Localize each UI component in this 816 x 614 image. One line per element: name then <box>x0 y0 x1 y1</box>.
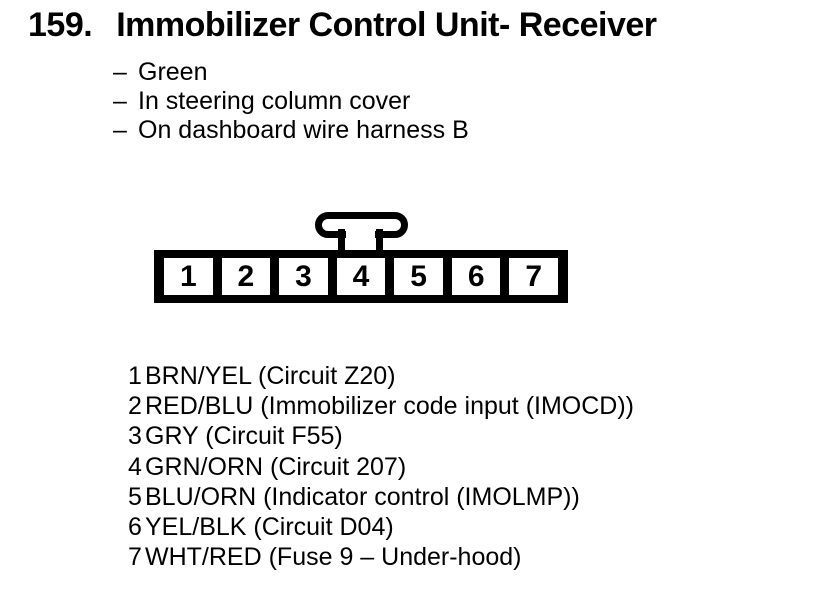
connector-cavity-3: 3 <box>279 258 328 295</box>
pin-row: 3 GRY (Circuit F55) <box>128 421 634 451</box>
note-text: In steering column cover <box>138 87 411 115</box>
dash-bullet: – <box>113 87 127 115</box>
connector-cavity-1: 1 <box>164 258 213 295</box>
location-notes: – Green – In steering column cover – On … <box>113 58 469 145</box>
pin-row: 6 YEL/BLK (Circuit D04) <box>128 512 634 542</box>
connector-cavity-5: 5 <box>394 258 443 295</box>
connector-cavity-7: 7 <box>509 258 559 295</box>
pin-description: BLU/ORN (Indicator control (IMOLMP)) <box>145 482 580 511</box>
pin-description: RED/BLU (Immobilizer code input (IMOCD)) <box>145 392 634 421</box>
pin-description: WHT/RED (Fuse 9 – Under-hood) <box>145 543 522 572</box>
pin-number: 2 <box>128 392 142 421</box>
pin-number: 6 <box>128 513 142 542</box>
note-text: Green <box>138 58 208 86</box>
pin-number: 4 <box>128 452 142 481</box>
pin-number: 3 <box>128 422 142 451</box>
pin-row: 4 GRN/ORN (Circuit 207) <box>128 452 634 482</box>
note-text: On dashboard wire harness B <box>138 116 469 144</box>
title-item-number: 159. <box>28 6 93 44</box>
pin-number: 7 <box>128 543 142 572</box>
connector-cavity-4: 4 <box>336 258 386 295</box>
note-line: – Green <box>113 58 469 87</box>
dash-bullet: – <box>113 58 127 86</box>
page-title: 159. Immobilizer Control Unit- Receiver <box>28 5 657 45</box>
pin-description: BRN/YEL (Circuit Z20) <box>145 362 396 390</box>
pin-row: 5 BLU/ORN (Indicator control (IMOLMP)) <box>128 482 634 512</box>
pin-description: GRN/ORN (Circuit 207) <box>145 452 407 481</box>
pin-description-list: 1 BRN/YEL (Circuit Z20) 2 RED/BLU (Immob… <box>128 361 634 572</box>
pin-row: 7 WHT/RED (Fuse 9 – Under-hood) <box>128 542 634 572</box>
dash-bullet: – <box>113 116 127 144</box>
connector-latch-tab-drawing <box>315 212 408 255</box>
note-line: – In steering column cover <box>113 87 469 116</box>
pin-description: GRY (Circuit F55) <box>145 422 343 451</box>
pin-row: 1 BRN/YEL (Circuit Z20) <box>128 361 634 391</box>
pin-number: 1 <box>128 362 142 390</box>
pin-description: YEL/BLK (Circuit D04) <box>145 513 394 542</box>
pin-row: 2 RED/BLU (Immobilizer code input (IMOCD… <box>128 391 634 421</box>
note-line: – On dashboard wire harness B <box>113 116 469 145</box>
title-text: Immobilizer Control Unit- Receiver <box>116 6 657 44</box>
connector-cavity-2: 2 <box>221 258 271 295</box>
connector-body-drawing: 1 2 3 4 5 6 7 <box>154 250 568 303</box>
connector-cavity-6: 6 <box>451 258 501 295</box>
pin-number: 5 <box>128 482 142 511</box>
